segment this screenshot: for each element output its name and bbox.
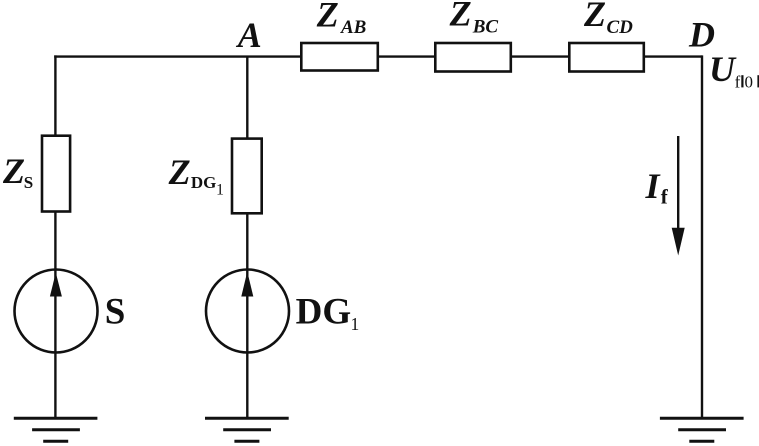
- svg-text:AB: AB: [340, 17, 366, 38]
- svg-text:Z: Z: [2, 151, 25, 191]
- svg-text:S: S: [24, 173, 33, 192]
- svg-text:1: 1: [216, 181, 224, 198]
- svg-text:Z: Z: [168, 152, 191, 192]
- svg-text:0: 0: [745, 72, 754, 91]
- svg-text:I: I: [645, 166, 662, 206]
- svg-text:A: A: [236, 15, 262, 55]
- svg-text:1: 1: [351, 314, 360, 334]
- svg-text:D: D: [688, 15, 715, 55]
- svg-text:Z: Z: [449, 0, 472, 34]
- svg-text:DG: DG: [296, 292, 352, 333]
- svg-text:U: U: [709, 49, 737, 89]
- svg-text:S: S: [105, 292, 126, 333]
- svg-text:CD: CD: [607, 17, 634, 38]
- svg-text:Z: Z: [316, 0, 339, 35]
- svg-text:Z: Z: [583, 0, 606, 34]
- svg-text:f: f: [661, 185, 669, 209]
- svg-text:BC: BC: [472, 17, 499, 38]
- svg-text:DG: DG: [191, 173, 217, 192]
- svg-text:f: f: [735, 72, 741, 91]
